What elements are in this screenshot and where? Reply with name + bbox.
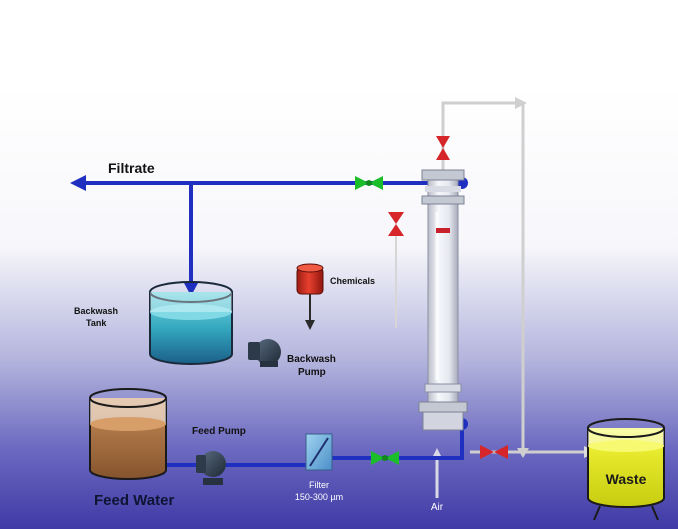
feed-water-tank [89,388,167,480]
filtrate-valve[interactable] [355,176,383,190]
chemicals-label: Chemicals [330,276,375,286]
chemical-tank [296,263,324,330]
return-arrowhead [515,97,527,109]
backwash-pump-label-line1: Backwash [287,354,336,365]
air-label: Air [431,502,444,513]
backwash-tank [149,281,233,365]
top-concentrate-valve[interactable] [436,136,450,160]
filter-label-line1: Filter [309,480,329,490]
waste-tank [587,418,665,521]
feed-water-label: Feed Water [94,492,174,509]
backwash-fill-arrowhead [184,283,198,296]
backwash-pump [248,339,281,367]
waste-label: Waste [606,471,647,487]
backwash-tank-label-line1: Backwash [74,306,118,316]
feed-valve[interactable] [371,451,399,465]
feed-pump-label: Feed Pump [192,426,246,437]
backwash-pump-label-line2: Pump [298,367,326,378]
drain-valve[interactable] [480,445,508,459]
membrane-module [418,169,468,431]
feed-pump [196,451,226,485]
module-logo [436,228,450,233]
chemical-valve[interactable] [388,212,404,236]
filtrate-arrowhead [70,175,86,191]
return-down-arrowhead [517,448,529,458]
backwash-tank-label-line2: Tank [86,318,107,328]
filter-label-line2: 150-300 µm [295,492,343,502]
filtrate-label: Filtrate [108,160,155,176]
strainer-filter [305,433,333,471]
